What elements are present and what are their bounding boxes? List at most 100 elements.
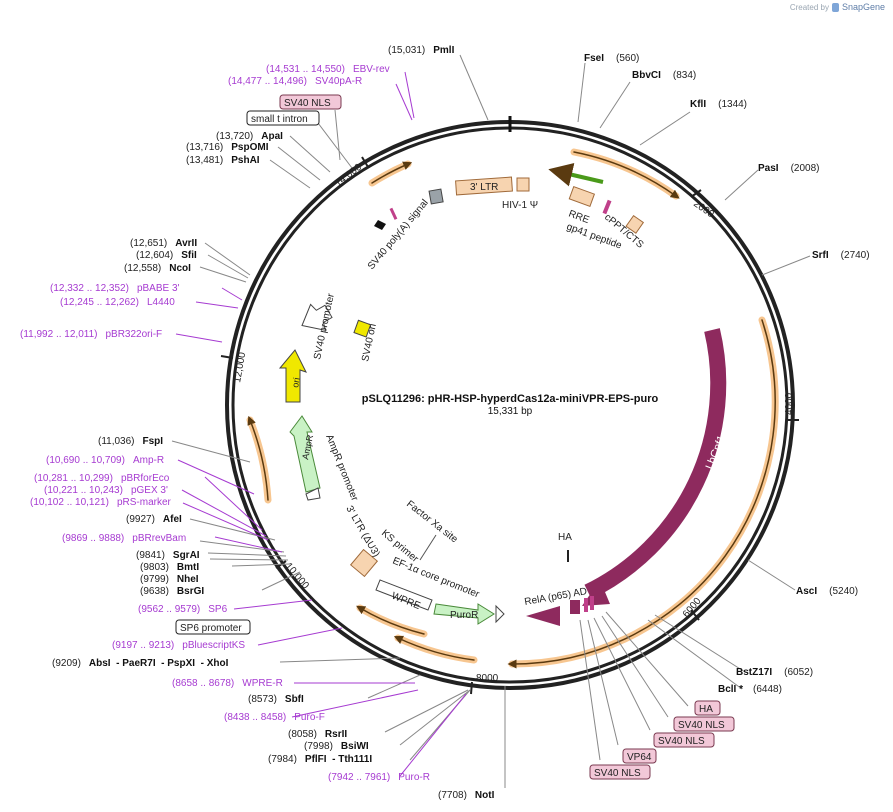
- label-pos: (6052): [784, 667, 813, 678]
- label-pos: (12,245 .. 12,262): [60, 297, 139, 308]
- svg-text:SrfI(2740): SrfI (2740): [812, 250, 870, 261]
- label-pos: (9197 .. 9213): [112, 640, 174, 651]
- label-pos: (7942 .. 7961): [328, 772, 390, 783]
- svg-text:(12,558)NcoI: (12,558) NcoI: [124, 263, 191, 274]
- label-pos: (15,031): [388, 45, 425, 56]
- label-name: WPRE-R: [242, 678, 283, 689]
- label-name: SbfI: [285, 694, 304, 705]
- label-name: ApaI: [261, 131, 283, 142]
- snapgene-credit: Created by SnapGene: [790, 2, 885, 12]
- label-name: PshAI: [231, 155, 260, 166]
- label-pos: (12,651): [130, 238, 167, 249]
- svg-text:(13,716)PspOMI: (13,716)PspOMI: [186, 142, 269, 153]
- svg-text:(7998)BsiWI: (7998)BsiWI: [304, 741, 369, 752]
- green-feature-arrow: [548, 163, 604, 187]
- svg-text:(9638)BsrGI: (9638) BsrGI: [140, 586, 204, 597]
- ltr3-top-label: 3' LTR: [470, 182, 498, 193]
- tick-4000: 4000: [784, 392, 795, 415]
- svg-text:PasI(2008): PasI(2008): [758, 163, 819, 174]
- svg-text:(8658 .. 8678)WPRE-R: (8658 .. 8678) WPRE-R: [172, 678, 283, 689]
- factor-xa-label: Factor Xa site: [404, 499, 460, 546]
- label-pos: (10,221 .. 10,243): [44, 485, 123, 496]
- label-name: AfeI: [163, 514, 182, 525]
- svg-text:(9197 .. 9213)pBluescriptKS: (9197 .. 9213)pBluescriptKS: [112, 640, 245, 651]
- label-pos: (9562 .. 9579): [138, 604, 200, 615]
- svg-text:FseI(560): FseI(560): [584, 53, 639, 64]
- svg-text:(9799)NheI: (9799) NheI: [140, 574, 199, 585]
- label-pos: (13,481): [186, 155, 223, 166]
- plasmid-size: 15,331 bp: [488, 406, 533, 417]
- label-pos: (7708): [438, 790, 467, 801]
- label-name: Amp-R: [133, 455, 164, 466]
- label-pos: (12,332 .. 12,352): [50, 283, 129, 294]
- label-name: pBABE 3': [137, 283, 180, 294]
- label-name: SrfI: [812, 250, 829, 261]
- snapgene-logo-icon: [831, 2, 839, 12]
- svg-text:(7984)PflFI - Tth111I: (7984)PflFI - Tth111I: [268, 754, 372, 765]
- sv40-nls-1-label: SV40 NLS: [678, 720, 725, 731]
- label-pos: (2008): [791, 163, 820, 174]
- label-name: BstZ17I: [736, 667, 772, 678]
- label-name: RsrII: [325, 729, 347, 740]
- svg-text:(12,651)AvrII: (12,651)AvrII: [130, 238, 197, 249]
- label-pos: (9799): [140, 574, 169, 585]
- label-name: Puro-F: [294, 712, 325, 723]
- svg-text:BclI *(6448): BclI *(6448): [718, 684, 782, 695]
- svg-text:(14,477 .. 14,496)SV40pA-R: (14,477 .. 14,496)SV40pA-R: [228, 76, 362, 87]
- label-name: L4440: [147, 297, 175, 308]
- label-name: SgrAI: [173, 550, 200, 561]
- label-pos: (9638): [140, 586, 169, 597]
- label-name: pRS-marker: [117, 497, 172, 508]
- label-name: pBR322ori-F: [105, 329, 162, 340]
- sp6-promoter-label: SP6 promoter: [180, 623, 242, 634]
- sv40-nls-top-label: SV40 NLS: [284, 98, 331, 109]
- svg-text:(13,720)ApaI: (13,720)ApaI: [216, 131, 283, 142]
- svg-text:(8573)SbfI: (8573) SbfI: [248, 694, 304, 705]
- label-pos: (10,102 .. 10,121): [30, 497, 109, 508]
- credit-text: Created by: [789, 2, 829, 12]
- primer-lines: [175, 71, 467, 777]
- ha-box-label: HA: [699, 704, 713, 715]
- ampr-promoter-label: AmpR promoter: [323, 433, 360, 503]
- tick-8000: 8000: [476, 673, 499, 684]
- svg-text:(8058)RsrII: (8058) RsrII: [288, 729, 347, 740]
- label-pos: (9869 .. 9888): [62, 533, 124, 544]
- svg-text:(9869 .. 9888)pBRrevBam: (9869 .. 9888)pBRrevBam: [62, 533, 186, 544]
- label-pos: (834): [673, 70, 696, 81]
- label-name: NotI: [475, 790, 495, 801]
- label-name: PmlI: [433, 45, 454, 56]
- label-name: AscI: [796, 586, 817, 597]
- tick-12000: 12,000: [232, 351, 248, 383]
- label-pos: (8573): [248, 694, 277, 705]
- svg-text:KflI(1344): KflI (1344): [690, 99, 747, 110]
- label-name: AbsI - PaeR7I - PspXI - XhoI: [89, 658, 229, 669]
- svg-text:(11,992 .. 12,011)pBR322ori-F: (11,992 .. 12,011) pBR322ori-F: [20, 329, 162, 340]
- label-pos: (11,992 .. 12,011): [20, 329, 97, 340]
- label-name: NheI: [177, 574, 199, 585]
- label-pos: (8058): [288, 729, 317, 740]
- label-name: FspI: [143, 436, 164, 447]
- label-pos: (10,281 .. 10,299): [34, 473, 113, 484]
- ha-inner-label: HA: [558, 532, 572, 543]
- label-pos: (2740): [841, 250, 870, 261]
- svg-text:(9803)BmtI: (9803)BmtI: [140, 562, 199, 573]
- label-pos: (12,558): [124, 263, 161, 274]
- svg-text:(9841)SgrAI: (9841)SgrAI: [136, 550, 200, 561]
- label-pos: (11,036): [98, 436, 135, 447]
- svg-text:(9927)AfeI: (9927)AfeI: [126, 514, 182, 525]
- svg-text:(9562 .. 9579)SP6: (9562 .. 9579)SP6: [138, 604, 228, 615]
- svg-text:(10,690 .. 10,709)Amp-R: (10,690 .. 10,709)Amp-R: [46, 455, 164, 466]
- credit-brand: SnapGene: [841, 2, 885, 12]
- label-name: PflFI - Tth111I: [305, 754, 372, 765]
- label-name: BsrGI: [177, 586, 204, 597]
- svg-text:(12,332 .. 12,352)pBABE 3': (12,332 .. 12,352) pBABE 3': [50, 283, 180, 294]
- label-pos: (1344): [718, 99, 747, 110]
- label-name: NcoI: [169, 263, 191, 274]
- label-pos: (8658 .. 8678): [172, 678, 234, 689]
- svg-text:(7708)NotI: (7708) NotI: [438, 790, 495, 801]
- svg-text:(7942 .. 7961)Puro-R: (7942 .. 7961)Puro-R: [328, 772, 430, 783]
- svg-text:(12,604)SfiI: (12,604)SfiI: [136, 250, 197, 261]
- svg-text:(8438 .. 8458)Puro-F: (8438 .. 8458)Puro-F: [224, 712, 325, 723]
- label-name: KflI: [690, 99, 706, 110]
